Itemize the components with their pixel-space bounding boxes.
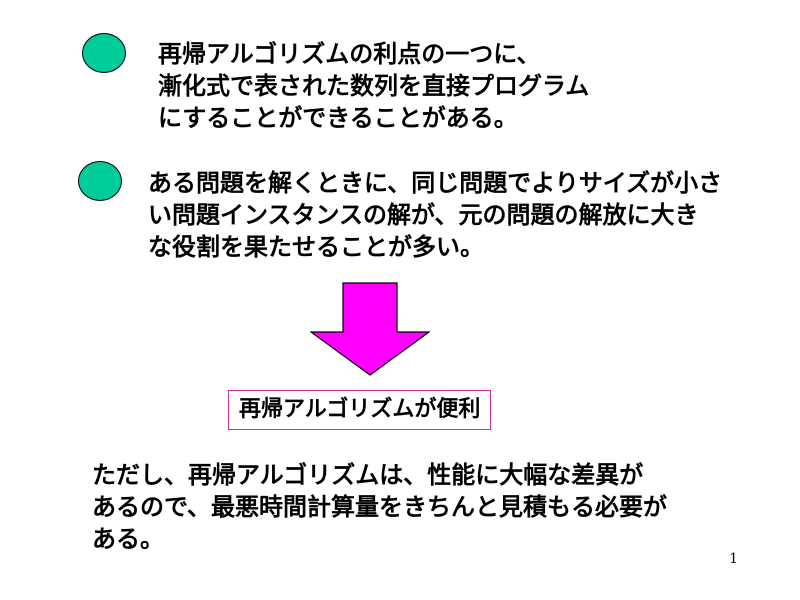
point-1-line: にすることができることがある。 [158, 104, 518, 132]
note-text: ただし、再帰アルゴリズムは、性能に大幅な差異が あるので、最悪時間計算量をきちん… [92, 459, 667, 555]
point-2-line: ある問題を解くときに、同じ問題でよりサイズが小さ [148, 169, 723, 197]
note-line: ただし、再帰アルゴリズムは、性能に大幅な差異が [92, 461, 644, 489]
point-1-line: 漸化式で表された数列を直接プログラム [158, 72, 590, 100]
bullet-circle-icon [82, 33, 126, 73]
point-1-text: 再帰アルゴリズムの利点の一つに、 漸化式で表された数列を直接プログラム にするこ… [158, 38, 589, 134]
down-arrow-icon [310, 282, 430, 376]
point-2-text: ある問題を解くときに、同じ問題でよりサイズが小さ い問題インスタンスの解が、元の… [148, 167, 722, 263]
point-2-line: い問題インスタンスの解が、元の問題の解放に大き [148, 201, 699, 229]
bullet-circle-icon [78, 161, 122, 201]
page-number: 1 [729, 551, 738, 567]
note-line: ある。 [92, 525, 164, 553]
point-2-line: な役割を果たせることが多い。 [148, 233, 484, 261]
point-1-line: 再帰アルゴリズムの利点の一つに、 [158, 40, 541, 68]
conclusion-box: 再帰アルゴリズムが便利 [228, 390, 492, 430]
note-line: あるので、最悪時間計算量をきちんと見積もる必要が [92, 493, 668, 521]
